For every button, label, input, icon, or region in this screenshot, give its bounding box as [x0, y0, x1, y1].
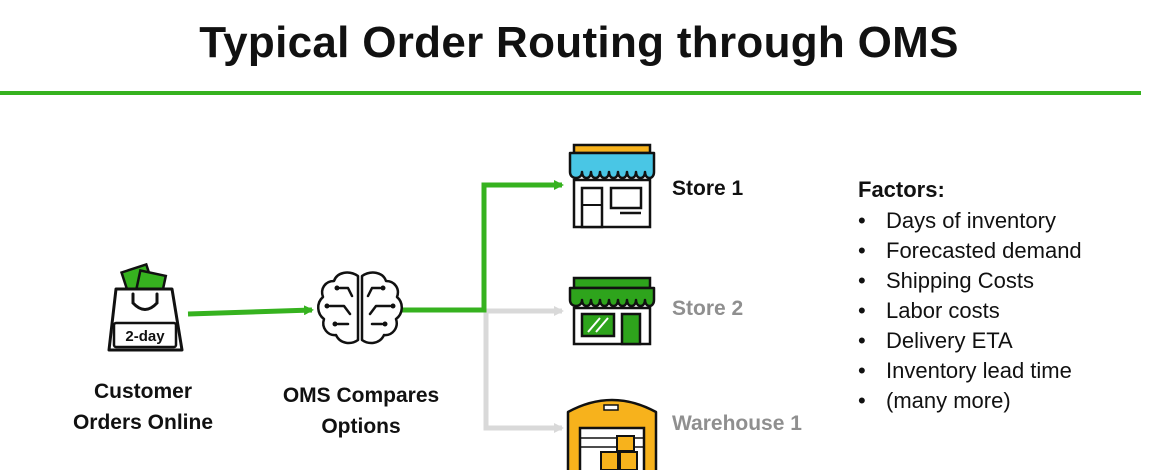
warehouse-1-label: Warehouse 1: [672, 412, 802, 435]
brain-circuit-icon: [317, 271, 403, 345]
two-day-badge: 2-day: [125, 328, 165, 345]
connector-customer-to-oms: [187, 305, 314, 317]
factors-title: Factors:: [858, 177, 945, 202]
shopping-bag-icon: [107, 262, 184, 352]
factors-panel: Factors: Days of inventory Forecasted de…: [858, 176, 1082, 416]
oms-label-line2: Options: [321, 415, 401, 438]
warehouse-icon: [566, 398, 658, 470]
factors-list: Days of inventory Forecasted demand Ship…: [858, 206, 1082, 416]
page-title: Typical Order Routing through OMS: [199, 18, 959, 67]
factor-item: (many more): [858, 386, 1082, 416]
factor-item: Inventory lead time: [858, 356, 1082, 386]
factor-item: Delivery ETA: [858, 326, 1082, 356]
factor-item: Shipping Costs: [858, 266, 1082, 296]
title-divider: [0, 91, 1141, 95]
connector-oms-to-store-1: [401, 180, 564, 313]
store-1-label: Store 1: [672, 177, 744, 200]
store-2-icon: [568, 276, 656, 346]
customer-label: Customer Orders Online: [48, 376, 238, 438]
oms-label-line1: OMS Compares: [282, 384, 440, 407]
factor-item: Days of inventory: [858, 206, 1082, 236]
factor-item: Forecasted demand: [858, 236, 1082, 266]
connector-warehouse-1: [483, 311, 564, 433]
factor-item: Labor costs: [858, 296, 1082, 326]
customer-label-line1: Customer: [93, 380, 193, 403]
store-1-icon: [568, 143, 656, 229]
customer-label-line2: Orders Online: [72, 411, 214, 434]
oms-label: OMS Compares Options: [256, 380, 466, 442]
store-2-label: Store 2: [672, 297, 744, 320]
